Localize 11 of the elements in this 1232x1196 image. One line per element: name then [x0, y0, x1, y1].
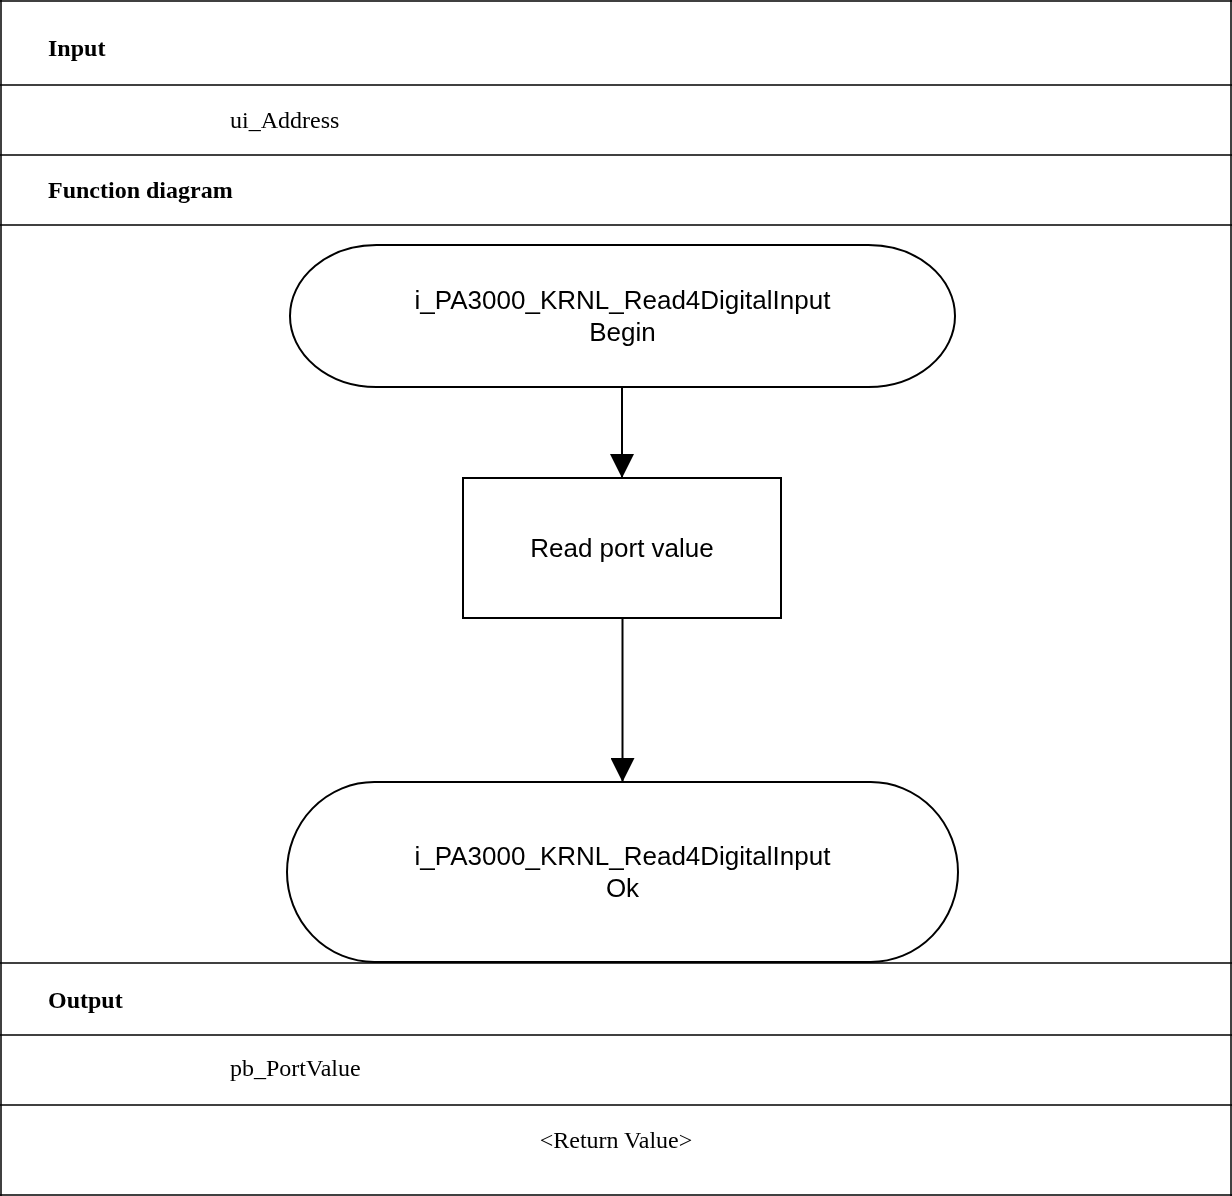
return-value-text: <Return Value> — [539, 1126, 693, 1154]
section-heading: Function diagram — [48, 176, 233, 204]
node-text: Read port value — [530, 531, 714, 565]
node-text: i_PA3000_KRNL_Read4DigitalInput Begin — [413, 283, 832, 349]
parameter-name: ui_Address — [230, 106, 340, 134]
node-text: i_PA3000_KRNL_Read4DigitalInput Ok — [413, 839, 832, 905]
parameter-name: pb_PortValue — [230, 1054, 361, 1082]
section-heading: Input — [48, 34, 106, 62]
arrow — [610, 386, 634, 479]
section-heading: Output — [48, 986, 123, 1014]
arrow — [610, 617, 635, 783]
